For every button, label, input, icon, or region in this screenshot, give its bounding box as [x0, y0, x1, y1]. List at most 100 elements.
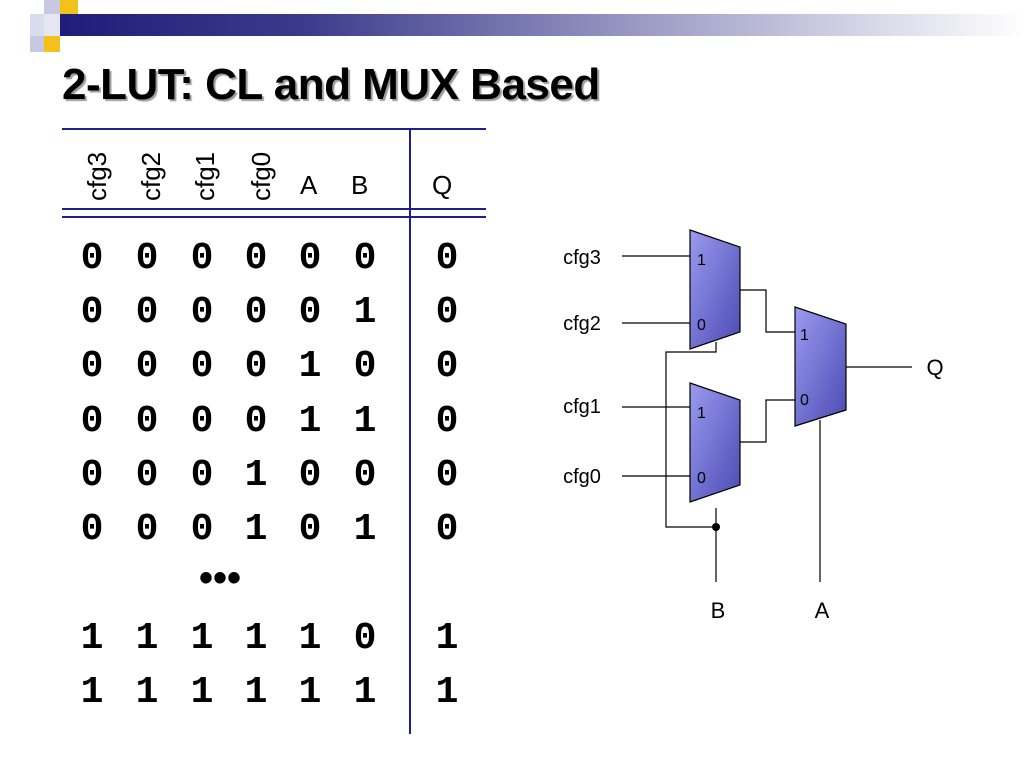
- table-cell: 0: [435, 508, 459, 551]
- table-cell: 0: [135, 291, 159, 335]
- decorative-square: [44, 0, 60, 14]
- mux-top-in1: 1: [697, 252, 706, 269]
- input-label-cfg1: cfg1: [563, 396, 601, 418]
- table-cell: 1: [244, 671, 268, 715]
- wire-mux-top-out: [740, 289, 795, 333]
- table-cell: 1: [298, 345, 322, 389]
- table-cell: 0: [135, 399, 159, 443]
- table-cell: 1: [244, 453, 268, 497]
- table-cell: 0: [190, 237, 214, 280]
- table-cell: 0: [80, 399, 104, 443]
- table-cell: 0: [135, 237, 159, 280]
- table-cell: 0: [190, 345, 214, 389]
- slide-title: 2-LUT: CL and MUX Based: [62, 60, 600, 109]
- mux-top: [689, 229, 741, 350]
- table-cell: 1: [353, 508, 377, 551]
- table-cell: 0: [135, 345, 159, 389]
- input-label-cfg3: cfg3: [563, 247, 601, 269]
- table-cell: 0: [435, 453, 459, 497]
- table-cell: 0: [298, 453, 322, 497]
- decorative-square-yellow: [60, 0, 78, 14]
- table-cell: 0: [190, 399, 214, 443]
- table-header-rule: [62, 216, 486, 218]
- decorative-square-yellow: [44, 36, 60, 52]
- table-cell: 0: [298, 291, 322, 335]
- decorative-square: [30, 14, 44, 36]
- table-cell: 0: [80, 453, 104, 497]
- table-cell: 0: [135, 508, 159, 551]
- mux-bottom: [689, 382, 741, 503]
- table-cell: 1: [353, 291, 377, 335]
- decorative-square: [30, 36, 44, 52]
- table-cell: 1: [435, 617, 459, 660]
- table-cell: 1: [80, 617, 104, 660]
- input-label-cfg0: cfg0: [563, 466, 601, 488]
- table-cell: 0: [80, 237, 104, 280]
- decorative-square: [44, 14, 60, 36]
- table-cell: 1: [190, 671, 214, 715]
- table-cell: 0: [80, 508, 104, 551]
- input-label-cfg2: cfg2: [563, 313, 601, 335]
- table-cell: 1: [244, 617, 268, 660]
- table-cell: 0: [190, 508, 214, 551]
- header-gradient-bar: [60, 14, 1024, 36]
- table-cell: 0: [298, 508, 322, 551]
- output-label-q: Q: [926, 355, 943, 380]
- table-cell: 1: [298, 617, 322, 660]
- mux-bottom-in1: 1: [697, 405, 706, 422]
- table-cell: 0: [353, 237, 377, 280]
- table-cell: 0: [80, 345, 104, 389]
- table-cell: 0: [435, 399, 459, 443]
- mux-output: [794, 306, 847, 427]
- table-cell: 0: [244, 237, 268, 280]
- junction-dot: [712, 523, 720, 531]
- table-cell: 0: [80, 291, 104, 335]
- mux-output-in0: 0: [800, 392, 809, 409]
- table-cell: 1: [353, 399, 377, 443]
- table-cell: 0: [435, 345, 459, 389]
- column-header-a: A: [300, 170, 318, 200]
- table-cell: 0: [244, 291, 268, 335]
- column-header-b: B: [351, 170, 369, 200]
- table-cell: 0: [298, 237, 322, 280]
- table-cell: 1: [298, 671, 322, 715]
- table-cell: 1: [244, 508, 268, 551]
- wire-mux-bottom-out: [740, 399, 795, 443]
- table-cell: 0: [244, 345, 268, 389]
- table-cell: 1: [435, 671, 459, 715]
- mux-top-in0: 0: [697, 317, 706, 334]
- table-cell: 1: [135, 617, 159, 660]
- table-cell: 0: [190, 291, 214, 335]
- table-top-rule: [62, 128, 486, 130]
- table-cell: 0: [244, 399, 268, 443]
- mux-bottom-in0: 0: [697, 470, 706, 487]
- table-output-divider: [409, 128, 411, 734]
- table-ellipsis: •••: [198, 556, 241, 600]
- select-label-a: A: [815, 598, 830, 623]
- table-cell: 0: [435, 291, 459, 335]
- table-cell: 0: [353, 617, 377, 660]
- table-cell: 0: [190, 453, 214, 497]
- table-cell: 0: [135, 453, 159, 497]
- select-label-b: B: [711, 598, 726, 623]
- mux-output-in1: 1: [800, 327, 809, 344]
- table-cell: 0: [353, 453, 377, 497]
- table-cell: 0: [353, 345, 377, 389]
- table-cell: 1: [135, 671, 159, 715]
- table-cell: 0: [435, 237, 459, 280]
- table-cell: 1: [298, 399, 322, 443]
- table-cell: 1: [190, 617, 214, 660]
- table-cell: 1: [353, 671, 377, 715]
- table-header-rule: [62, 208, 486, 210]
- column-header-q: Q: [432, 170, 453, 200]
- table-cell: 1: [80, 671, 104, 715]
